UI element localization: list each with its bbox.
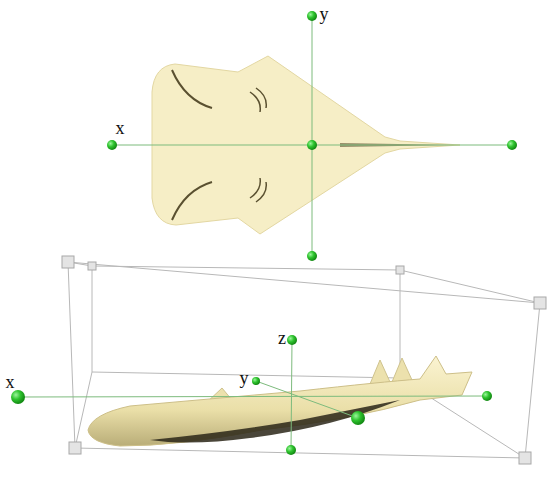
- ray-top-view: [107, 11, 517, 261]
- axis-label: x: [116, 119, 125, 137]
- axis-label: x: [6, 373, 15, 391]
- axis-label: y: [320, 5, 329, 23]
- axis-label: y: [240, 369, 249, 387]
- shark-perspective-view: [11, 256, 546, 464]
- axis-label: z: [278, 329, 286, 347]
